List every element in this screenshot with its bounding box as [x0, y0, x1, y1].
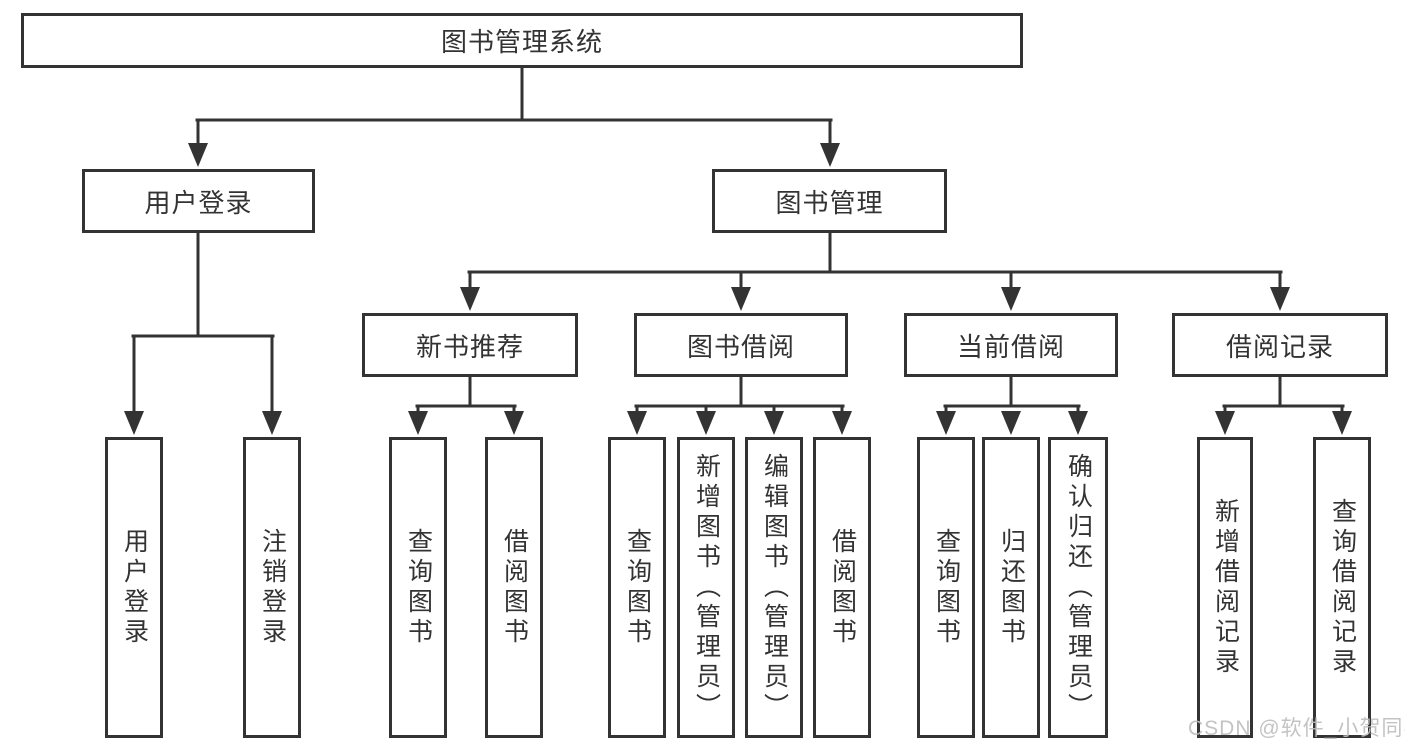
arrowhead: [731, 287, 751, 311]
arrowhead: [188, 143, 208, 167]
arrowhead: [1068, 411, 1088, 435]
arrowhead: [1001, 287, 1021, 311]
leaf-logout: 注销登录: [243, 437, 301, 738]
arrowhead: [1215, 411, 1235, 435]
leaf-query-books-3: 查询图书: [917, 437, 975, 738]
watermark: CSDN @软件_小贺同学: [1188, 717, 1405, 740]
leaf-borrow-books-1: 借阅图书: [485, 437, 543, 738]
node-user-login: 用户登录: [82, 169, 315, 233]
node-root: 图书管理系统: [21, 13, 1023, 68]
arrowhead-group: [124, 143, 1352, 435]
node-book-management: 图书管理: [712, 169, 947, 233]
leaf-query-books-2: 查询图书: [608, 437, 666, 738]
arrowhead: [460, 287, 480, 311]
arrowhead: [124, 411, 144, 435]
node-book-borrow: 图书借阅: [634, 313, 848, 377]
arrowhead: [1270, 287, 1290, 311]
leaf-query-borrow-record: 查询借阅记录: [1313, 437, 1371, 738]
arrowhead: [408, 411, 428, 435]
arrowhead: [627, 411, 647, 435]
leaf-return-books: 归还图书: [982, 437, 1040, 738]
arrowhead: [504, 411, 524, 435]
leaf-add-borrow-record: 新增借阅记录: [1197, 437, 1253, 738]
leaf-borrow-books-2: 借阅图书: [813, 437, 871, 738]
node-new-book-recommend: 新书推荐: [362, 313, 578, 377]
arrowhead: [1332, 411, 1352, 435]
arrowhead: [696, 411, 716, 435]
arrowhead: [832, 411, 852, 435]
arrowhead: [936, 411, 956, 435]
arrowhead: [764, 411, 784, 435]
leaf-confirm-return-admin: 确认归还（管理员）: [1048, 437, 1108, 738]
arrowhead: [262, 411, 282, 435]
leaf-user-login: 用户登录: [105, 437, 163, 738]
arrowhead: [820, 143, 840, 167]
arrowhead: [1001, 411, 1021, 435]
node-borrow-records: 借阅记录: [1172, 313, 1388, 377]
leaf-edit-books-admin: 编辑图书（管理员）: [745, 437, 803, 738]
leaf-add-books-admin: 新增图书（管理员）: [677, 437, 735, 738]
leaf-query-books-1: 查询图书: [389, 437, 447, 738]
node-current-borrow: 当前借阅: [904, 313, 1118, 377]
